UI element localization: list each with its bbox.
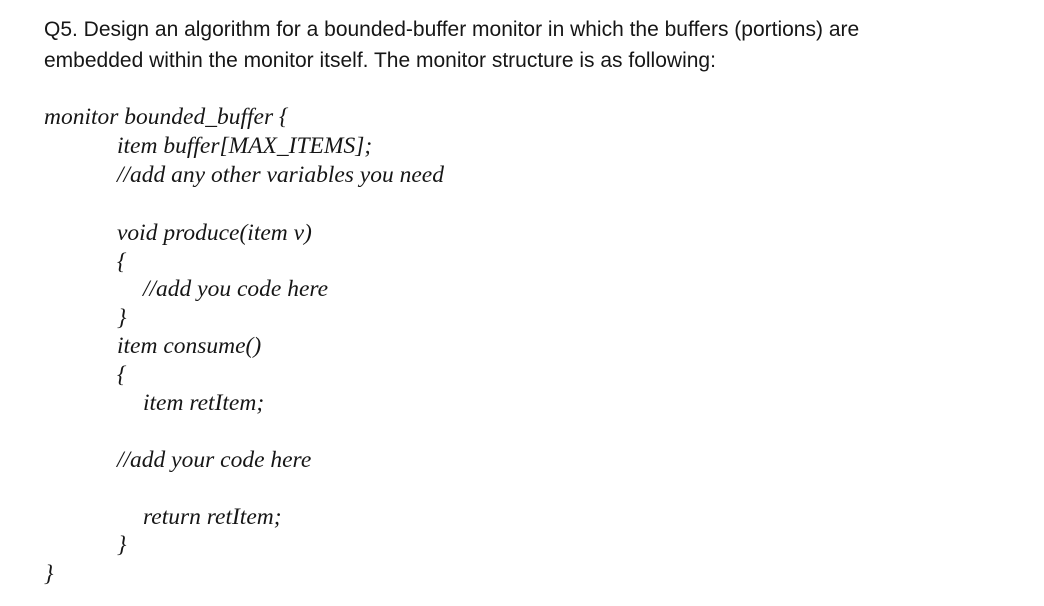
- question-line-1: Q5. Design an algorithm for a bounded-bu…: [44, 18, 860, 41]
- buffer-declaration: item buffer[MAX_ITEMS];: [117, 133, 373, 159]
- consume-open-brace: {: [117, 362, 127, 388]
- consume-comment: //add your code here: [117, 447, 312, 473]
- monitor-declaration: monitor bounded_buffer {: [44, 104, 289, 130]
- question-line-2: embedded within the monitor itself. The …: [44, 49, 716, 72]
- monitor-close-brace: }: [44, 561, 54, 587]
- retitem-declaration: item retItem;: [143, 390, 265, 416]
- produce-open-brace: {: [117, 249, 127, 275]
- question-text: Q5. Design an algorithm for a bounded-bu…: [44, 14, 1004, 76]
- produce-signature: void produce(item v): [117, 220, 312, 246]
- produce-comment: //add you code here: [143, 276, 329, 302]
- consume-close-brace: }: [117, 532, 127, 558]
- return-statement: return retItem;: [143, 504, 282, 530]
- produce-close-brace: }: [117, 305, 127, 331]
- variables-comment: //add any other variables you need: [117, 162, 444, 188]
- consume-signature: item consume(): [117, 333, 262, 359]
